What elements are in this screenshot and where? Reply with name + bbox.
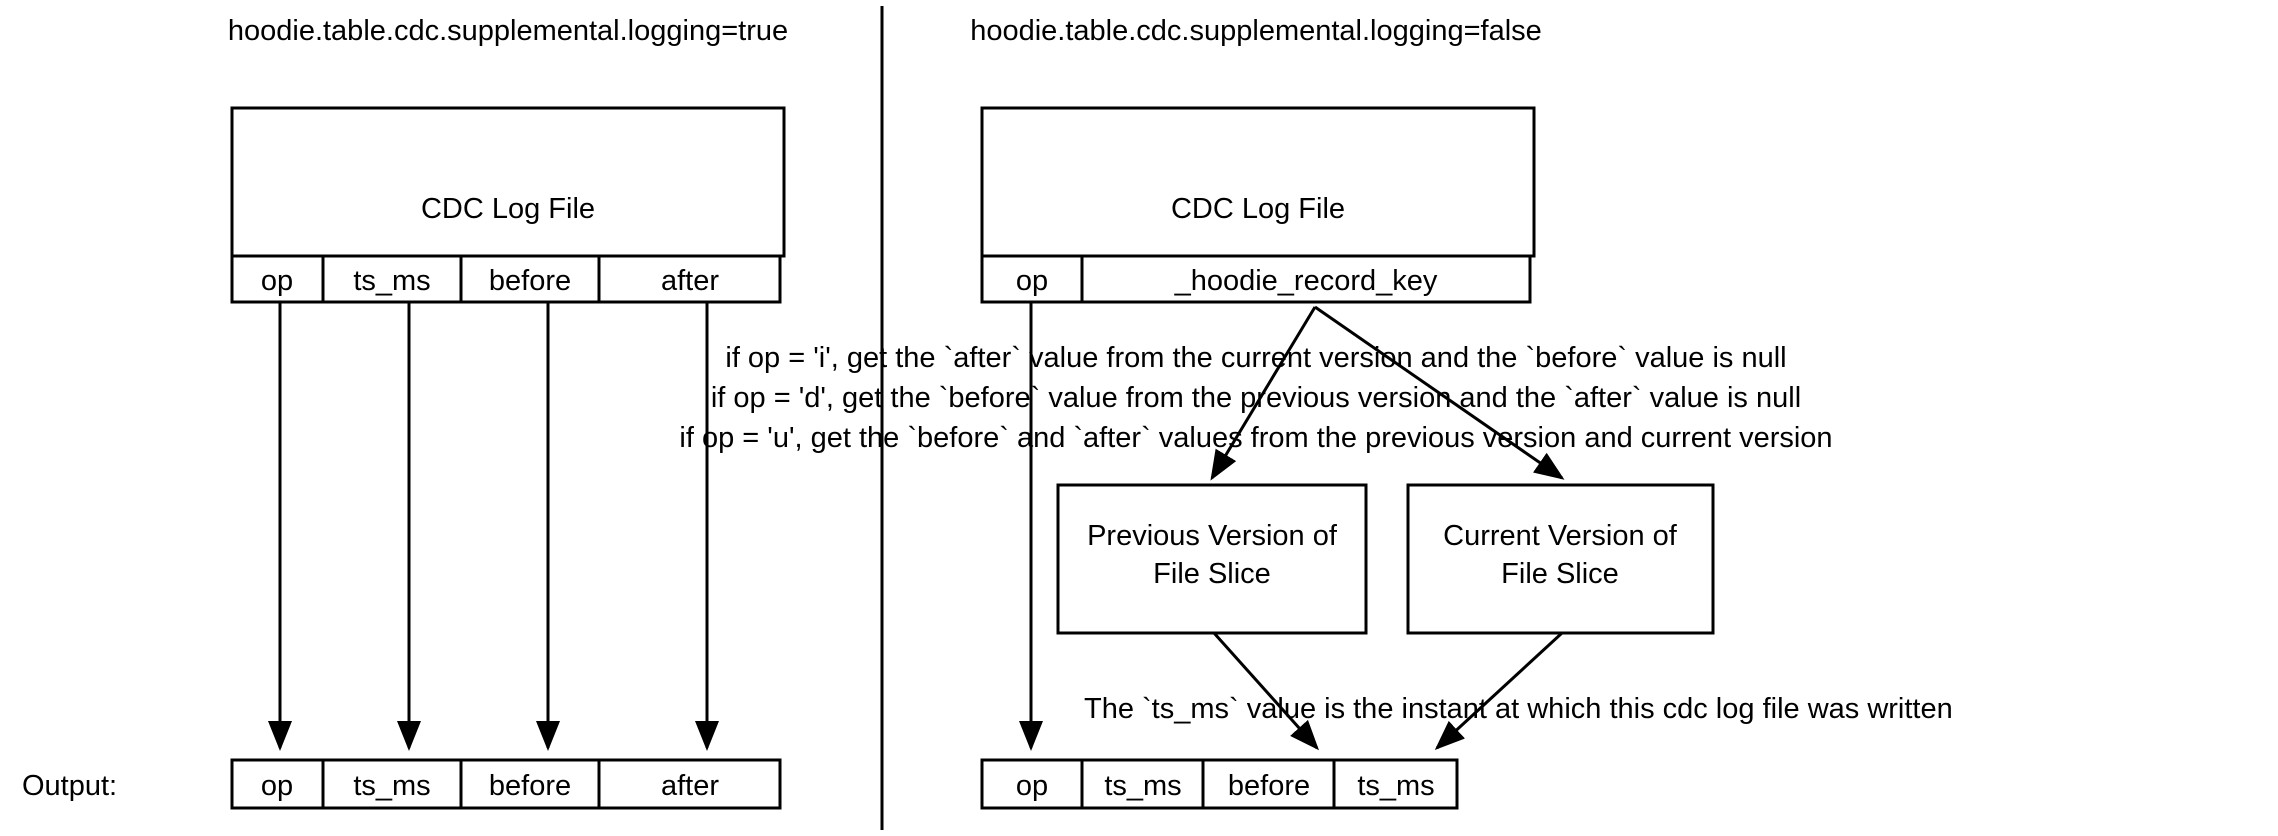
cdc-log-file-box-right — [980, 106, 1536, 258]
arrow-to-previous-version — [1210, 306, 1317, 481]
op-rule-note-u: if op = 'u', get the `before` and `after… — [679, 422, 1832, 454]
previous-version-label-line2: File Slice — [1153, 558, 1271, 590]
cdc-column-hoodie-record-key: _hoodie_record_key — [1174, 265, 1438, 297]
output-label-left: Output: — [22, 770, 117, 802]
arrow-previous-version-to-output — [1212, 631, 1320, 751]
previous-version-box — [1056, 483, 1368, 635]
output-column-op-left: op — [261, 770, 293, 802]
output-column-before-left: before — [489, 770, 571, 802]
arrow-to-current-version — [1314, 305, 1565, 480]
op-rule-note-d: if op = 'd', get the `before` value from… — [711, 382, 1801, 414]
ts-ms-note: The `ts_ms` value is the instant at whic… — [1084, 693, 1953, 725]
arrow-current-version-to-output — [1434, 631, 1564, 751]
cdc-column-op-right: op — [1016, 265, 1048, 297]
output-column-op-right: op — [1016, 770, 1048, 802]
current-version-label-line2: File Slice — [1501, 558, 1619, 590]
output-column-ts-ms-2-right: ts_ms — [1357, 770, 1434, 802]
op-rule-note-i: if op = 'i', get the `after` value from … — [725, 342, 1786, 374]
panel-title-left: hoodie.table.cdc.supplemental.logging=tr… — [228, 15, 788, 47]
cdc-column-before-left: before — [489, 265, 571, 297]
cdc-column-op-left: op — [261, 265, 293, 297]
cdc-column-after-left: after — [661, 265, 719, 297]
cdc-log-file-box-left — [230, 106, 786, 258]
cdc-log-file-label-left: CDC Log File — [421, 193, 595, 225]
output-column-ts-ms-left: ts_ms — [353, 770, 430, 802]
panel-title-right: hoodie.table.cdc.supplemental.logging=fa… — [970, 15, 1542, 47]
output-column-before-right: before — [1228, 770, 1310, 802]
previous-version-label-line1: Previous Version of — [1087, 520, 1338, 552]
output-column-ts-ms-right: ts_ms — [1104, 770, 1181, 802]
current-version-label-line1: Current Version of — [1443, 520, 1678, 552]
output-row-right — [980, 758, 1459, 810]
output-column-after-left: after — [661, 770, 719, 802]
cdc-log-file-label-right: CDC Log File — [1171, 193, 1345, 225]
cdc-log-file-columns-right — [980, 254, 1532, 304]
cdc-column-ts-ms-left: ts_ms — [353, 265, 430, 297]
